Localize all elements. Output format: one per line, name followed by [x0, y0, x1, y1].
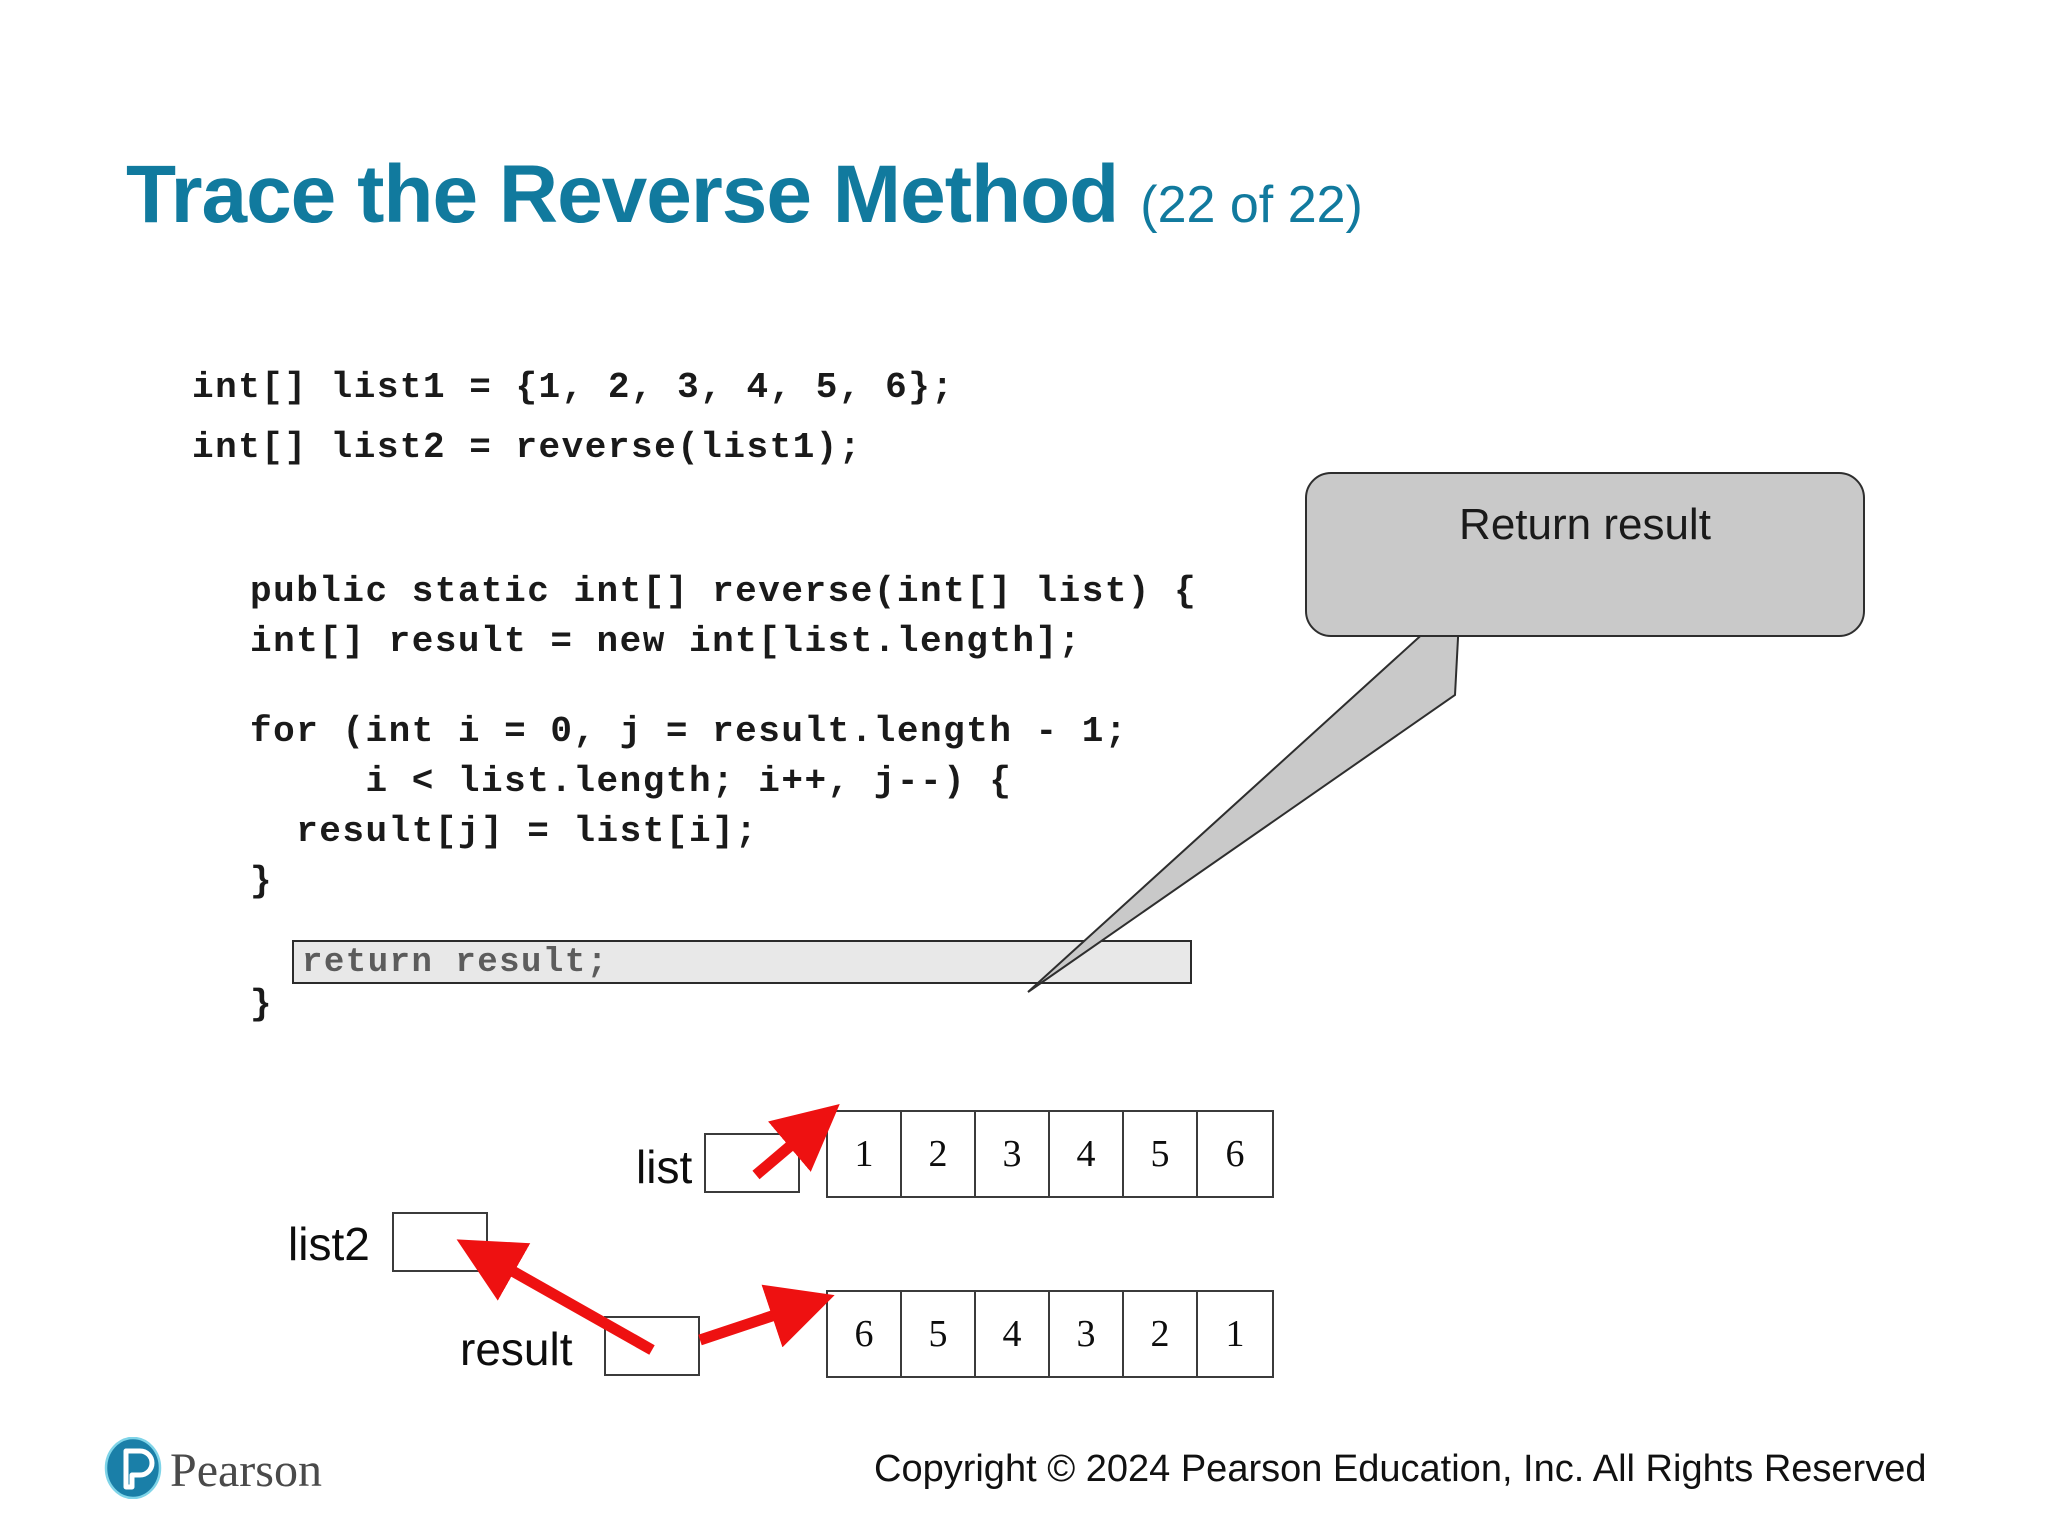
code-line-close-method-brace: } — [250, 984, 274, 1025]
arrow-result-to-array — [698, 1284, 835, 1348]
code-line-declaration-list1: int[] list1 = {1, 2, 3, 4, 5, 6}; — [192, 367, 955, 408]
array-cell: 3 — [976, 1112, 1050, 1196]
page-title-counter: (22 of 22) — [1140, 176, 1363, 234]
variable-box-list — [704, 1133, 800, 1193]
code-line-for-header-2: i < list.length; i++, j--) { — [250, 761, 1013, 802]
code-line-declaration-list2: int[] list2 = reverse(list1); — [192, 427, 863, 468]
array-result: 6 5 4 3 2 1 — [826, 1290, 1274, 1378]
code-line-return-statement: return result; — [302, 944, 609, 982]
variable-box-list2 — [392, 1212, 488, 1272]
array-cell: 3 — [1050, 1292, 1124, 1376]
array-cell: 6 — [1225, 1133, 1245, 1175]
array-cell: 1 — [1225, 1313, 1245, 1355]
callout-bubble-return-result — [1305, 472, 1865, 637]
code-line-close-for-brace: } — [250, 861, 274, 902]
array-cell: 2 — [902, 1112, 976, 1196]
code-line-for-header-1: for (int i = 0, j = result.length - 1; — [250, 711, 1128, 752]
array-cell: 5 — [902, 1292, 976, 1376]
array-cell: 6 — [828, 1292, 902, 1376]
pearson-logo-wordmark: Pearson — [170, 1444, 322, 1497]
array-cell: 5 — [1124, 1112, 1198, 1196]
array-cell: 1 — [828, 1112, 902, 1196]
variable-label-result: result — [460, 1323, 573, 1375]
array-cell: 4 — [976, 1292, 1050, 1376]
code-line-method-signature: public static int[] reverse(int[] list) … — [250, 571, 1198, 612]
code-line-result-allocation: int[] result = new int[list.length]; — [250, 621, 1082, 662]
page-title: Trace the Reverse Method (22 of 22) — [126, 150, 1363, 240]
copyright-notice: Copyright © 2024 Pearson Education, Inc.… — [874, 1448, 1927, 1490]
variable-label-list: list — [636, 1141, 693, 1193]
array-cell: 2 — [1124, 1292, 1198, 1376]
array-list: 1 2 3 4 5 6 — [826, 1110, 1274, 1198]
page-title-main: Trace the Reverse Method — [126, 149, 1119, 240]
callout-label: Return result — [1459, 500, 1711, 549]
code-line-assignment: result[j] = list[i]; — [250, 811, 759, 852]
variable-box-result — [604, 1316, 700, 1376]
pearson-logo-icon — [104, 1437, 162, 1499]
array-cell: 4 — [1050, 1112, 1124, 1196]
variable-label-list2: list2 — [288, 1218, 370, 1270]
